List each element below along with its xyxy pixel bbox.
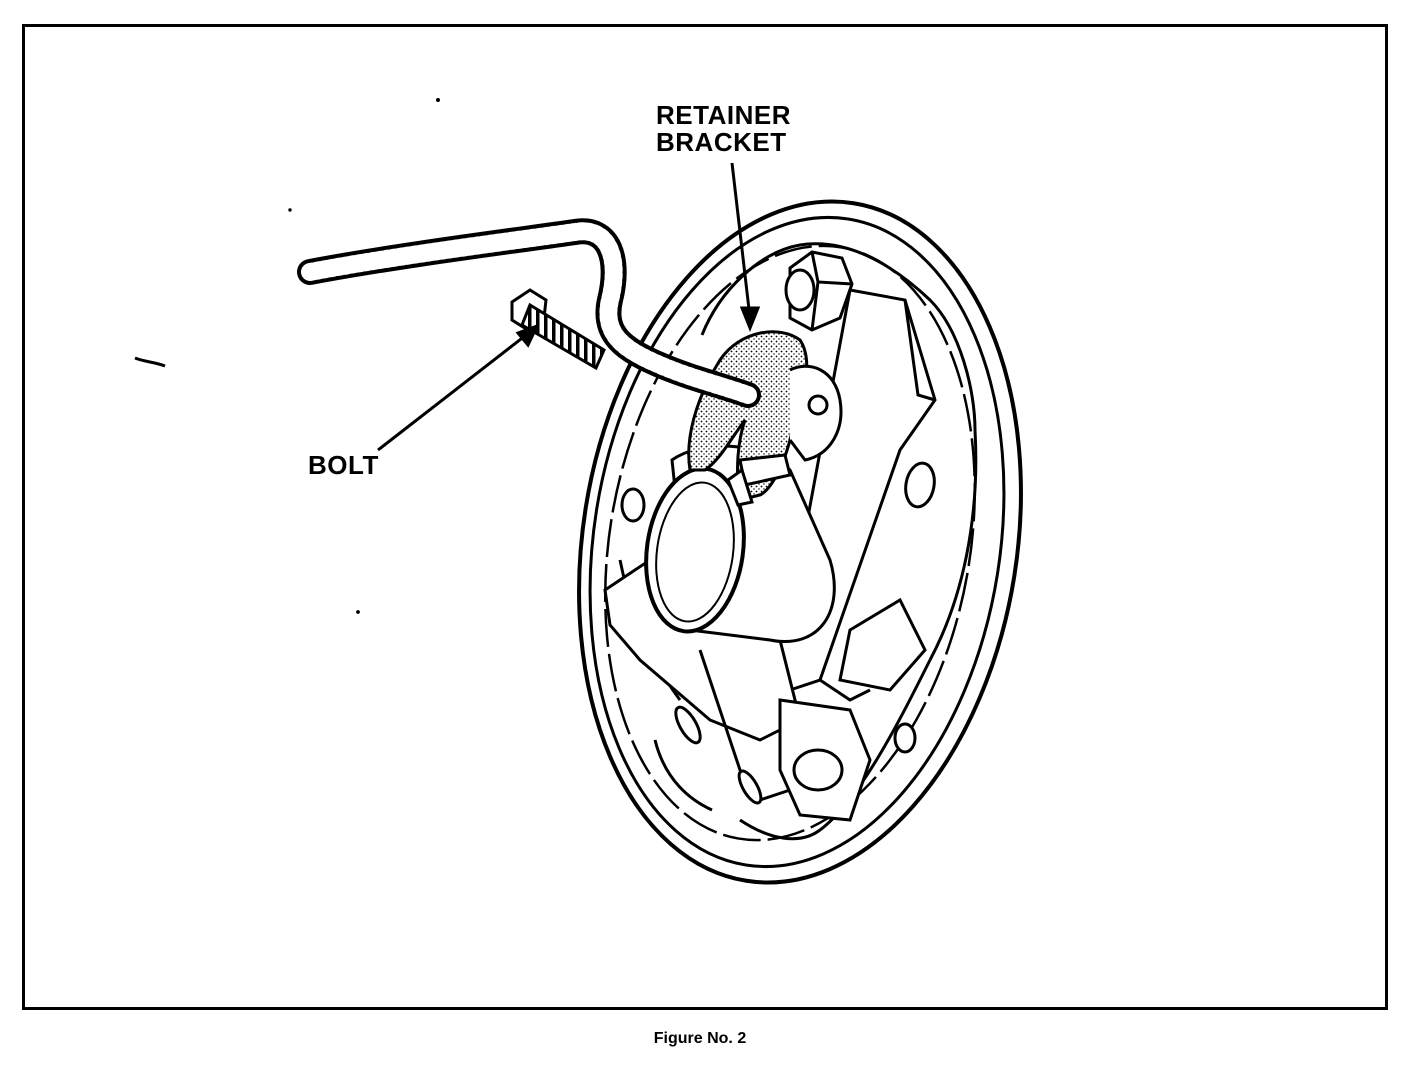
retainer-bracket-label: RETAINER BRACKET — [656, 102, 791, 156]
figure-caption-text: Figure No. 2 — [653, 1030, 747, 1047]
bolt-part — [510, 288, 606, 371]
leader-lines — [377, 162, 761, 452]
retainer-label-line1: RETAINER — [656, 100, 791, 130]
axle-flange — [644, 444, 836, 643]
plate-holes — [620, 461, 936, 805]
sensor-cable — [297, 218, 761, 408]
figure-border — [22, 24, 1388, 1010]
bolt-label: BOLT — [308, 450, 379, 480]
hex-nut — [784, 250, 854, 332]
figure-caption: Figure No. 2 — [0, 1030, 1424, 1048]
retainer-label-line2: BRACKET — [656, 127, 787, 157]
backing-plate — [577, 199, 1023, 885]
specks — [134, 98, 440, 614]
